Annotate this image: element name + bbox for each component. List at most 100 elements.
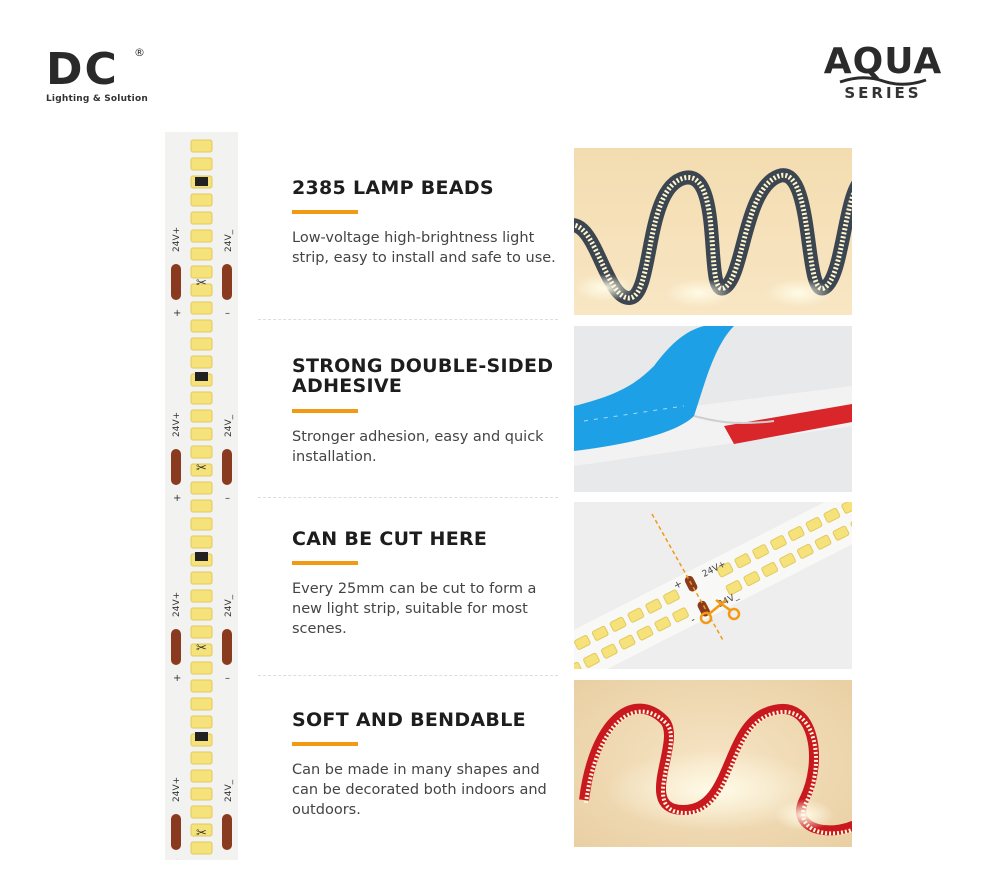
feature-description: Can be made in many shapes and can be de…: [292, 762, 547, 818]
scissors-icon: ✂: [196, 641, 207, 656]
led-chip: [574, 661, 582, 669]
solder-pad: [171, 264, 181, 300]
photo-bent-strip: [574, 680, 852, 847]
registered-mark: ®: [134, 46, 145, 59]
plus-label: 24V+: [172, 227, 182, 252]
led-chip: [618, 634, 636, 650]
divider: [258, 319, 558, 320]
solder-pad: [222, 629, 232, 665]
feature-title: 2385 LAMP BEADS: [292, 177, 494, 199]
led-chip: [609, 616, 627, 632]
led-chip: [190, 751, 213, 765]
minus-label: 24V_: [224, 414, 234, 437]
solder-pad: [171, 629, 181, 665]
feature-lamp-beads: 2385 LAMP BEADS Low-voltage high-brightn…: [258, 160, 558, 320]
resistor: [195, 732, 208, 741]
divider: [258, 675, 558, 676]
led-chip: [796, 543, 814, 559]
series-name: AQUA: [823, 41, 943, 82]
feature-bendable: SOFT AND BENDABLE Can be made in many sh…: [258, 692, 558, 852]
led-chip: [190, 625, 213, 639]
scissors-icon: ✂: [196, 826, 207, 841]
led-chip: [190, 661, 213, 675]
led-chip: [787, 526, 805, 541]
feature-description: Stronger adhesion, easy and quick instal…: [292, 429, 544, 465]
led-chip: [190, 445, 213, 459]
solder-pad: [171, 449, 181, 485]
resistor: [195, 552, 208, 561]
dc-logo-letters: DC: [46, 44, 119, 95]
feature-title: CAN BE CUT HERE: [292, 528, 488, 550]
accent-bar: [292, 210, 358, 214]
led-chip: [600, 643, 618, 659]
led-chip: [770, 535, 787, 551]
led-chip: [663, 589, 680, 605]
led-chip: [190, 805, 213, 819]
solder-pad: [171, 814, 181, 850]
glowing-strip-illustration: [574, 148, 852, 315]
plus-label: 24V+: [172, 592, 182, 617]
wave-icon: [839, 76, 927, 86]
led-chip: [645, 598, 662, 614]
led-chip: [190, 139, 213, 153]
scissors-icon: [699, 598, 741, 625]
led-chip: [190, 697, 213, 711]
led-chip: [743, 571, 761, 586]
led-chip: [190, 715, 213, 729]
led-chip: [779, 552, 796, 568]
led-chip: [190, 157, 213, 171]
divider: [258, 497, 558, 498]
led-chip: [190, 463, 213, 477]
minus-sign: –: [225, 858, 230, 860]
led-chip: [725, 580, 743, 596]
led-chip: [190, 427, 213, 441]
led-chip: [574, 635, 591, 650]
feature-cuttable: CAN BE CUT HERE Every 25mm can be cut to…: [258, 512, 558, 672]
led-chip: [190, 319, 213, 333]
led-chip: [190, 409, 213, 423]
led-chip: [636, 625, 654, 641]
photo-adhesive-tape: [574, 326, 852, 492]
resistor: [195, 372, 208, 381]
led-chip: [190, 283, 213, 297]
led-chip: [190, 193, 213, 207]
feature-adhesive: STRONG DOUBLE-SIDED ADHESIVE Stronger ad…: [258, 338, 558, 498]
led-chip: [734, 553, 752, 569]
led-chip: [190, 535, 213, 549]
scissors-icon: ✂: [196, 461, 207, 476]
adhesive-tape-illustration: [574, 326, 852, 492]
led-strip-graphic: ✂24V+24V_+–✂24V+24V_+–✂24V+24V_+–✂24V+24…: [171, 139, 234, 869]
solder-pad: [222, 814, 232, 850]
cut-mark-illustration: 24V+ 24V_ + -: [574, 502, 852, 669]
accent-bar: [292, 409, 358, 413]
solder-pad: [222, 264, 232, 300]
led-chip: [190, 823, 213, 837]
led-chip: [190, 787, 213, 801]
minus-label: 24V_: [224, 779, 234, 802]
solder-pad: [222, 449, 232, 485]
minus-sign: –: [225, 673, 230, 684]
led-chip: [591, 625, 609, 641]
feature-title: SOFT AND BENDABLE: [292, 709, 526, 731]
scissors-icon: ✂: [196, 276, 207, 291]
plus-sign: +: [173, 858, 181, 860]
cut-minus-sign: -: [689, 614, 698, 626]
led-chip: [190, 301, 213, 315]
led-chip: [190, 589, 213, 603]
minus-sign: –: [225, 493, 230, 504]
minus-label: 24V_: [224, 229, 234, 252]
accent-bar: [292, 742, 358, 746]
minus-label: 24V_: [224, 594, 234, 617]
led-strip-closeup: ✂24V+24V_+–✂24V+24V_+–✂24V+24V_+–✂24V+24…: [165, 132, 238, 869]
led-chip: [672, 607, 689, 623]
led-chip: [752, 544, 769, 560]
feature-description: Every 25mm can be cut to form a new ligh…: [292, 581, 537, 637]
resistor: [195, 177, 208, 186]
led-chip: [841, 502, 852, 514]
bent-strip-illustration: [574, 680, 852, 847]
photo-cut-mark: 24V+ 24V_ + -: [574, 502, 852, 669]
led-chip: [190, 499, 213, 513]
led-chip: [190, 517, 213, 531]
feature-title: STRONG DOUBLE-SIDED ADHESIVE: [292, 355, 554, 397]
plus-sign: +: [173, 308, 181, 319]
